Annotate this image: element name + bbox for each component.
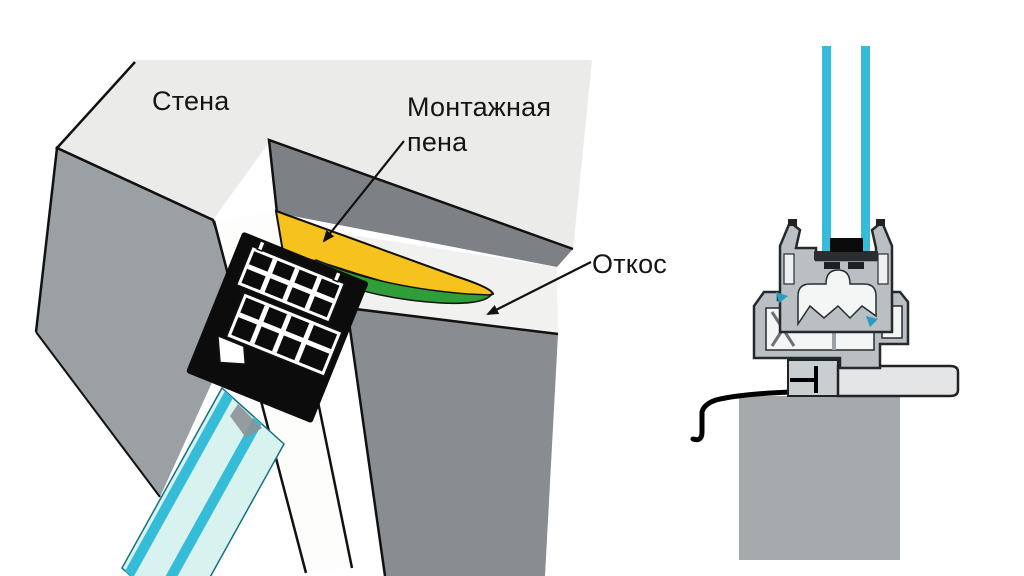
glazing-unit (121, 386, 285, 576)
wall-block (739, 396, 900, 560)
lower-wall-face (347, 308, 558, 576)
frame-foam-tab-left (256, 239, 267, 253)
gasket-tip-right (876, 219, 885, 226)
double-glazing (814, 46, 878, 269)
slope-leader-arrow (486, 261, 592, 315)
label-slope: Откос (592, 249, 667, 279)
frame-foam-tab-right (332, 270, 343, 283)
isometric-wall-view (34, 60, 592, 576)
label-mounting-foam: Монтажная пена (407, 92, 552, 158)
support-block-anchor (790, 366, 818, 393)
pvc-profile-section (186, 232, 368, 423)
setting-block-left (824, 262, 840, 269)
glass-pane-inner (861, 46, 870, 254)
sash-chamber (797, 269, 877, 327)
notch-shadow-band (269, 140, 573, 267)
drip-edge (690, 389, 793, 443)
sash-profile-webs (238, 305, 332, 363)
wall-top-face (57, 60, 592, 250)
gasket-tip-left (788, 219, 797, 226)
window-sill (836, 364, 960, 398)
glazing-bead (217, 334, 247, 365)
notch-edges (267, 138, 574, 251)
sash-side-chamber-left (783, 253, 795, 285)
sash-side-chamber-right (877, 253, 889, 285)
left-wall-face (36, 148, 245, 497)
glazing-spacer-bar (830, 238, 863, 252)
frame-profile-webs (247, 258, 335, 311)
glazing-shadow-shard (230, 404, 262, 438)
foam-leader-arrow (322, 140, 405, 243)
gasket-seal-right (866, 316, 878, 327)
glass-edge-stripe-outer (125, 391, 233, 576)
glass-edge-stripe-inner (165, 417, 262, 576)
sill-section-view (690, 46, 960, 560)
setting-block-right (848, 262, 864, 269)
label-wall: Стена (152, 86, 230, 116)
glass-pane-outer (822, 46, 831, 254)
glazing-seat (814, 251, 878, 260)
left-wall-cut-edge (35, 331, 161, 498)
glass-pane-body (121, 386, 285, 576)
gasket-seal-left (776, 292, 788, 303)
